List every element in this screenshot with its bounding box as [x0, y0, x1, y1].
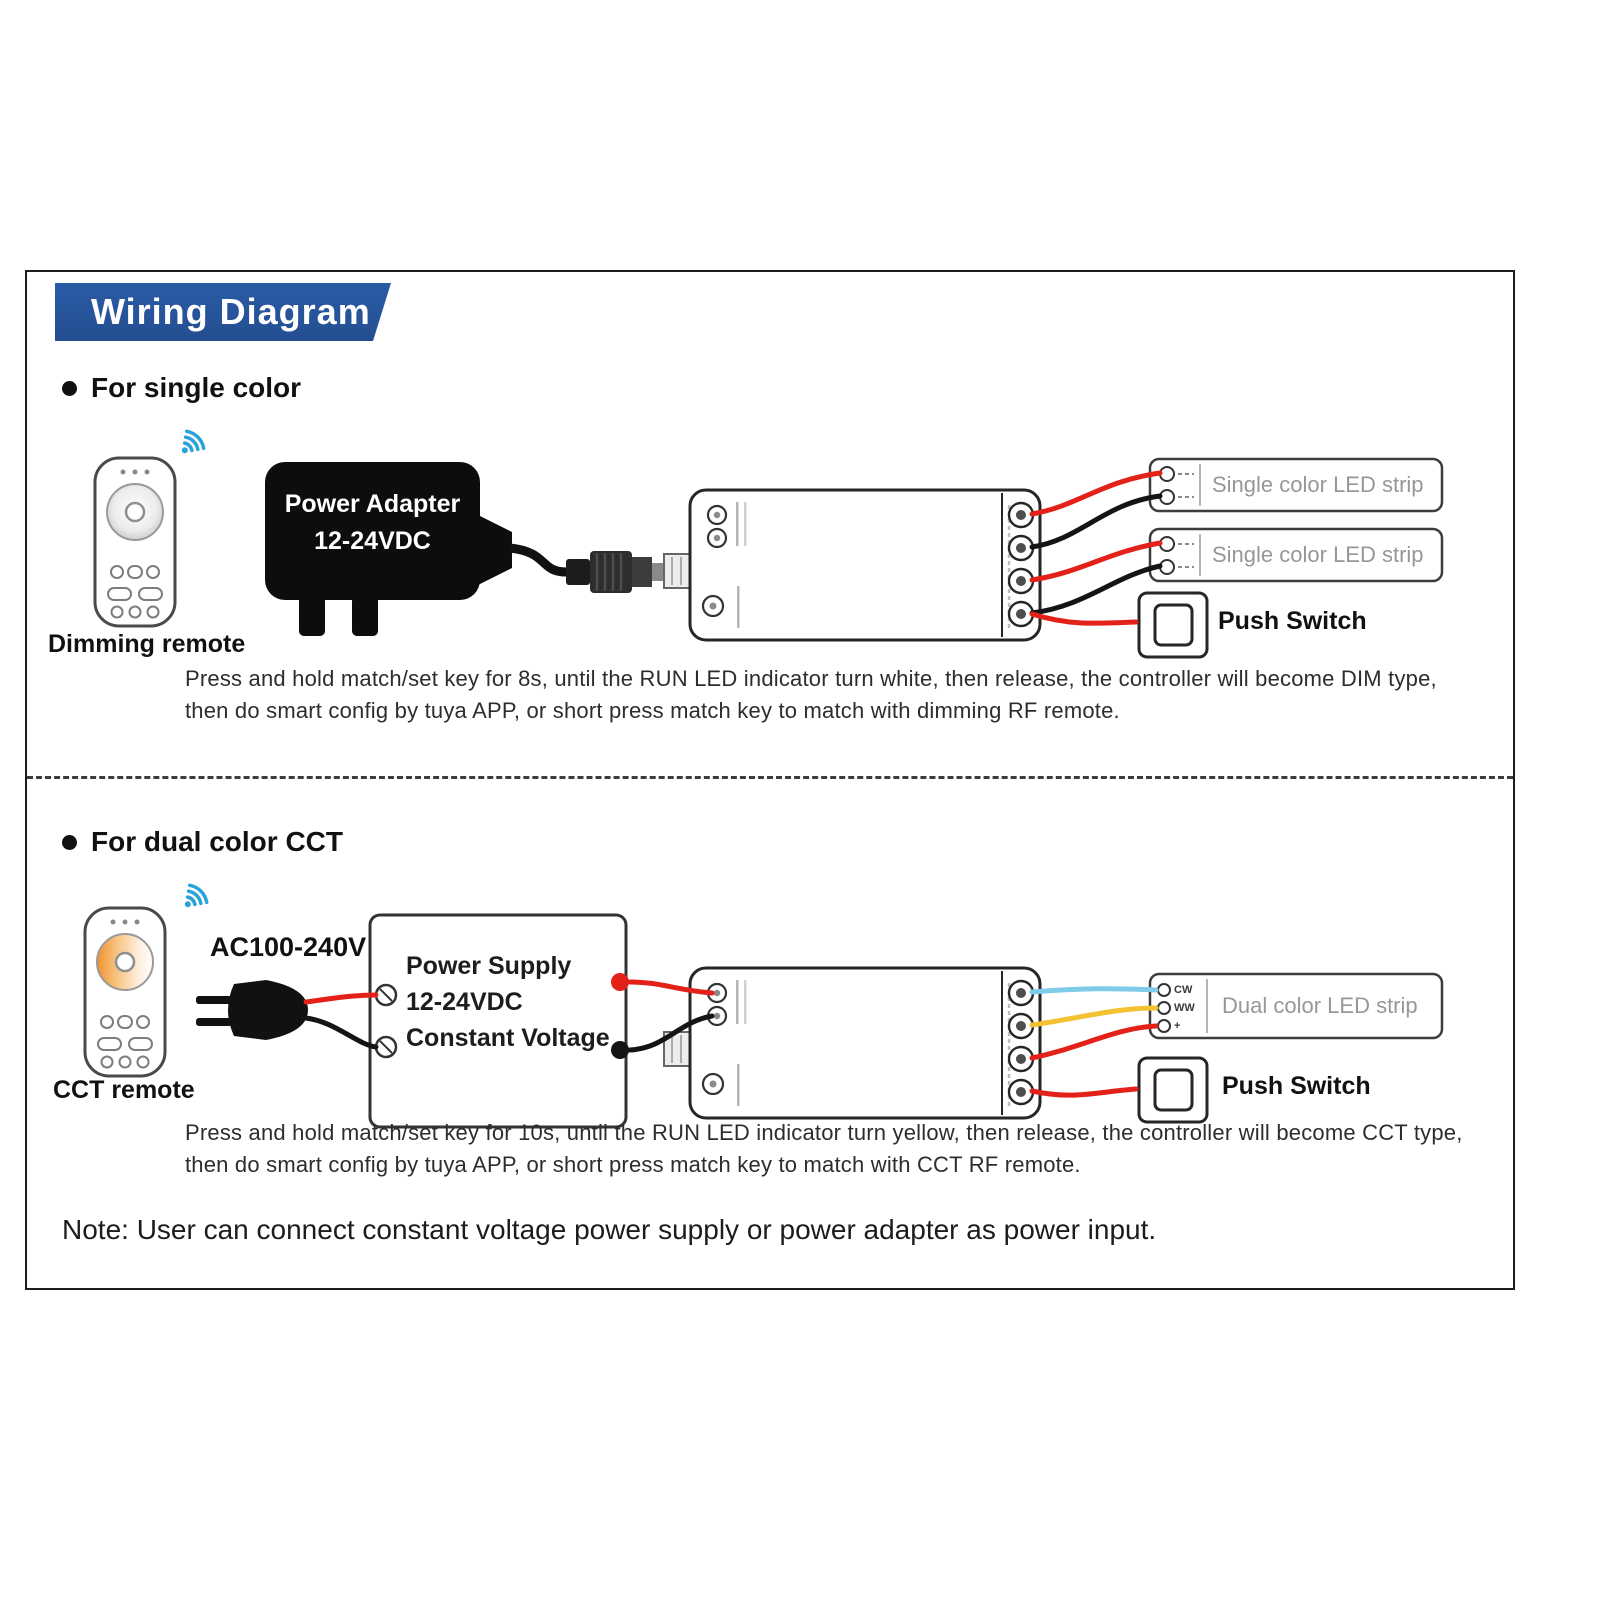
- power-supply-label-line3: Constant Voltage: [406, 1024, 610, 1052]
- push-switch-label: Push Switch: [1218, 607, 1367, 635]
- footer-note: Note: User can connect constant voltage …: [62, 1214, 1157, 1245]
- terminal-label-ww: WW: [1174, 1002, 1195, 1014]
- bullet-icon: [62, 834, 77, 850]
- single-color-instructions-line1: Press and hold match/set key for 8s, unt…: [185, 666, 1437, 691]
- section-divider: [27, 776, 1513, 779]
- power-supply-label-line2: 12-24VDC: [406, 988, 523, 1016]
- single-color-instructions-line2: then do smart config by tuya APP, or sho…: [185, 698, 1120, 723]
- led-strip-label: Single color LED strip: [1212, 542, 1424, 567]
- dimming-remote-label: Dimming remote: [48, 630, 246, 658]
- section-title-text: For dual color CCT: [91, 826, 343, 857]
- ac-input-label: AC100-240V: [210, 932, 367, 962]
- section-single-color-title: For single color: [62, 372, 301, 404]
- dual-color-instructions-line1: Press and hold match/set key for 10s, un…: [185, 1120, 1463, 1145]
- diagram-border-frame: [25, 270, 1515, 1290]
- push-switch-label: Push Switch: [1222, 1072, 1371, 1100]
- title-banner: Wiring Diagram: [55, 283, 391, 341]
- power-supply-label-line1: Power Supply: [406, 952, 572, 980]
- section-dual-color-title: For dual color CCT: [62, 826, 343, 858]
- terminal-label-cw: CW: [1174, 984, 1193, 996]
- dual-color-instructions-line2: then do smart config by tuya APP, or sho…: [185, 1152, 1081, 1177]
- section-title-text: For single color: [91, 372, 302, 403]
- page-title: Wiring Diagram: [91, 291, 371, 332]
- bullet-icon: [62, 380, 77, 396]
- power-adapter-label-line2: 12-24VDC: [314, 527, 431, 555]
- led-strip-label: Dual color LED strip: [1222, 993, 1418, 1018]
- terminal-label-plus: +: [1174, 1020, 1181, 1032]
- led-strip-label: Single color LED strip: [1212, 472, 1424, 497]
- power-adapter-label-line1: Power Adapter: [284, 490, 461, 518]
- cct-remote-label: CCT remote: [53, 1076, 195, 1104]
